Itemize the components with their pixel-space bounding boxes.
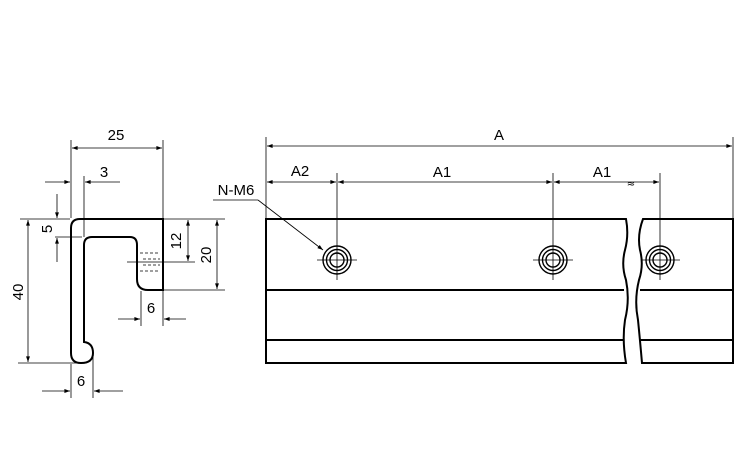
dim-bottom-bulb: 6: [77, 373, 85, 390]
hole-callout: N-M6: [218, 182, 255, 199]
dim-hook-depth: 12: [168, 233, 185, 250]
threaded-hole: [533, 173, 573, 280]
dim-top-offset: 5: [39, 225, 56, 233]
dim-lip-width: 6: [147, 300, 155, 317]
dim-lip-height: 20: [198, 247, 215, 264]
leader-line: [257, 199, 324, 251]
dim-hole-pitch-2: A1: [593, 164, 611, 181]
rail-segment-right: [635, 218, 734, 364]
dim-wall-thickness: 3: [100, 164, 108, 181]
side-view: A A2 A1 A1 ≈ N-M6: [213, 127, 734, 364]
break-symbol: ≈: [627, 179, 635, 190]
dim-first-hole-offset: A2: [291, 163, 309, 180]
section-view: 25 3 5 40 12 20 6 6: [10, 127, 225, 398]
threaded-hole: [641, 173, 680, 280]
threaded-hole: [317, 173, 357, 280]
dim-height: 40: [10, 284, 27, 301]
dim-overall-width: 25: [108, 127, 125, 144]
profile-outline: [70, 218, 164, 365]
dim-total-length: A: [494, 127, 504, 144]
dim-hole-pitch-1: A1: [433, 164, 451, 181]
